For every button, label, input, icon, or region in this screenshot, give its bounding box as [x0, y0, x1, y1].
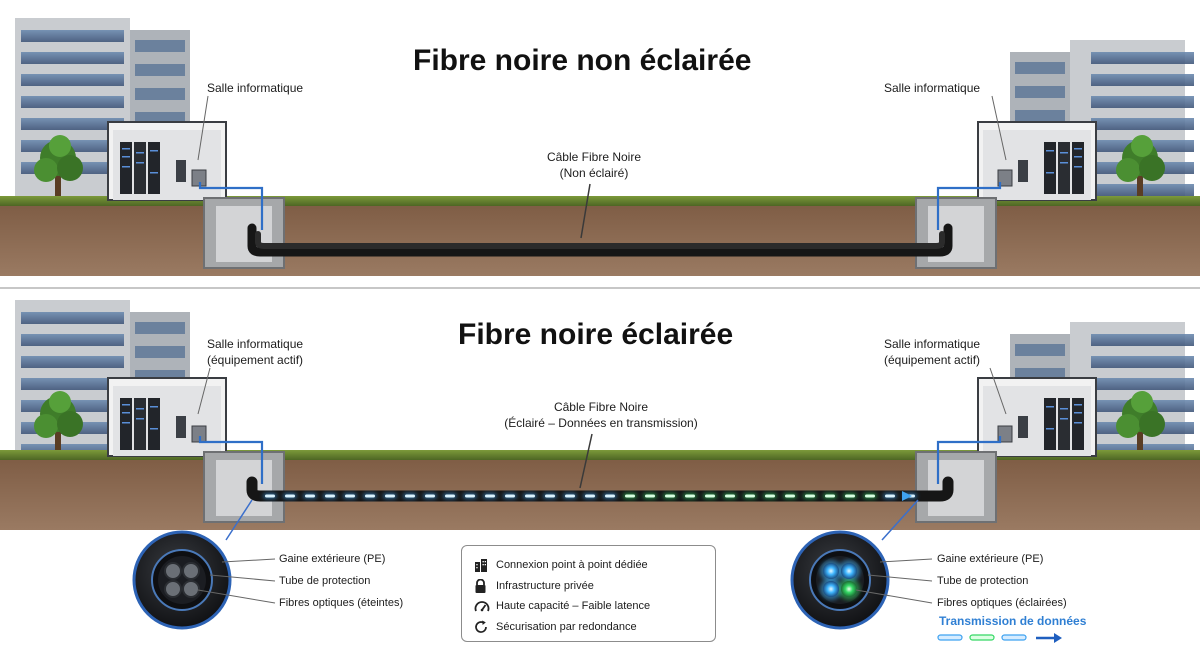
data-pulse-core [745, 494, 755, 498]
legend-label: Connexion point à point dédiée [496, 559, 648, 572]
right-xsec-label-tube: Tube de protection [937, 575, 1029, 587]
data-pulse-core [705, 494, 715, 498]
legend-item: Sécurisation par redondance [474, 617, 715, 638]
data-pulse-core [665, 494, 675, 498]
lit-cable-label-line2: (Éclairé – Données en transmission) [504, 416, 698, 430]
right-active-room-label-line1: Salle informatique [884, 337, 981, 351]
unlit-cable-label: Câble Fibre Noire (Non éclairé) [530, 149, 658, 181]
data-pulse-core [565, 494, 575, 498]
data-pulse-core [485, 494, 495, 498]
data-pulse-core [285, 494, 295, 498]
data-pulse-core [545, 494, 555, 498]
data-pulse-core [525, 494, 535, 498]
data-pulse-core [265, 494, 275, 498]
left-xsec-label-fibers: Fibres optiques (éteintes) [279, 597, 404, 609]
left-xsec-label-jacket: Gaine extérieure (PE) [279, 553, 386, 565]
transmission-label: Transmission de données [939, 614, 1087, 628]
data-pulse-core [405, 494, 415, 498]
data-pulse-core [425, 494, 435, 498]
data-pulse-core [385, 494, 395, 498]
right-xsec-label-jacket: Gaine extérieure (PE) [937, 553, 1044, 565]
building-icon [474, 557, 496, 573]
lit-title: Fibre noire éclairée [458, 318, 734, 351]
data-pulse-core [865, 494, 875, 498]
data-pulse-core [305, 494, 315, 498]
data-pulse-core [605, 494, 615, 498]
unlit-cable-cross-section [132, 530, 276, 630]
left-room-label: Salle informatique [207, 81, 304, 95]
pulse-arrow-icon [902, 491, 912, 501]
data-pulse-core [625, 494, 635, 498]
data-pulse-core [325, 494, 335, 498]
lock-icon [474, 578, 496, 594]
unlit-title: Fibre noire non éclairée [413, 44, 752, 77]
data-pulse-core [345, 494, 355, 498]
data-pulse-core [725, 494, 735, 498]
right-room-label: Salle informatique [884, 81, 981, 95]
lit-fiber-scene [0, 367, 1200, 541]
data-pulse-core [445, 494, 455, 498]
data-pulse-core [365, 494, 375, 498]
left-active-room-label-line1: Salle informatique [207, 337, 304, 351]
data-pulse-core [465, 494, 475, 498]
right-xsec-label-fibers: Fibres optiques (éclairées) [937, 597, 1067, 609]
unlit-fiber-scene [0, 95, 1200, 276]
data-pulse-core [505, 494, 515, 498]
data-pulse-core [585, 494, 595, 498]
legend-label: Infrastructure privée [496, 579, 594, 592]
legend-label: Sécurisation par redondance [496, 620, 637, 633]
data-pulse-core [685, 494, 695, 498]
left-active-room-label-line2: (équipement actif) [207, 353, 304, 367]
data-pulse-core [645, 494, 655, 498]
data-pulse-core [785, 494, 795, 498]
lit-cable-label-line1: Câble Fibre Noire [553, 400, 649, 414]
right-active-room-label-line2: (équipement actif) [884, 353, 981, 367]
left-active-room-label: Salle informatique (équipement actif) [207, 336, 303, 368]
lit-cable-label: Câble Fibre Noire (Éclairé – Données en … [486, 399, 716, 431]
legend-label: Haute capacité – Faible latence [496, 600, 651, 613]
lit-cable-cross-section [790, 530, 1062, 643]
unlit-cable-label-line2: (Non éclairé) [559, 166, 629, 180]
speedometer-icon [474, 598, 496, 614]
data-pulse-core [765, 494, 775, 498]
legend-item: Connexion point à point dédiée [474, 555, 715, 576]
data-pulse-core [805, 494, 815, 498]
right-active-room-label: Salle informatique (équipement actif) [884, 336, 980, 368]
left-xsec-label-tube: Tube de protection [279, 575, 371, 587]
data-pulse-core [825, 494, 835, 498]
refresh-icon [474, 619, 496, 635]
legend-item: Haute capacité – Faible latence [474, 596, 715, 617]
legend-box: Connexion point à point dédiée Infrastru… [461, 545, 716, 642]
office-building [1015, 52, 1194, 196]
data-pulse-core [845, 494, 855, 498]
legend-item: Infrastructure privée [474, 576, 715, 597]
data-pulse-core [885, 494, 895, 498]
unlit-cable-label-line1: Câble Fibre Noire [546, 150, 642, 164]
